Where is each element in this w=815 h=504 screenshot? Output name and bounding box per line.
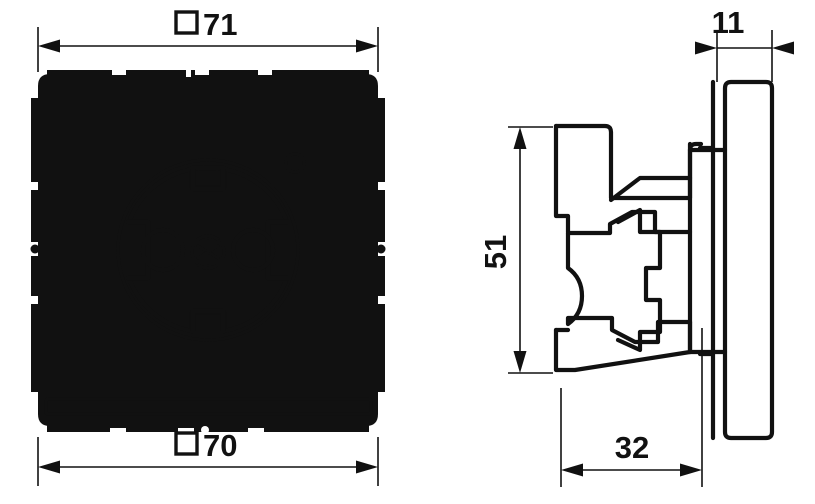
- pin-hole-left: [140, 227, 186, 273]
- dimension-bottom-width: 70: [37, 428, 379, 486]
- pin-hole-right: [230, 227, 276, 273]
- dimension-top-width-value: 71: [203, 7, 237, 42]
- dimension-body-height-value: 51: [478, 235, 513, 269]
- side-view: 11 51 32: [478, 5, 794, 487]
- dimension-body-height: 51: [478, 126, 553, 374]
- screw-cross-line: [195, 239, 221, 265]
- indicator-lamp: [284, 152, 306, 174]
- dimension-body-depth: 32: [560, 328, 703, 487]
- socket-recess: [116, 158, 300, 342]
- side-profile-body: [553, 123, 704, 373]
- pin-holes: [140, 227, 276, 273]
- front-view: 71: [30, 7, 386, 486]
- dimension-body-depth-value: 32: [615, 430, 649, 465]
- dimension-bottom-width-value: 70: [203, 428, 237, 463]
- dimension-top-width: 71: [37, 7, 379, 72]
- dimension-plate-thickness: 11: [695, 5, 794, 82]
- dimension-plate-thickness-value: 11: [712, 5, 745, 40]
- label-strip: [44, 397, 373, 416]
- cover-plate-side: [687, 79, 775, 441]
- center-screw: [190, 234, 226, 270]
